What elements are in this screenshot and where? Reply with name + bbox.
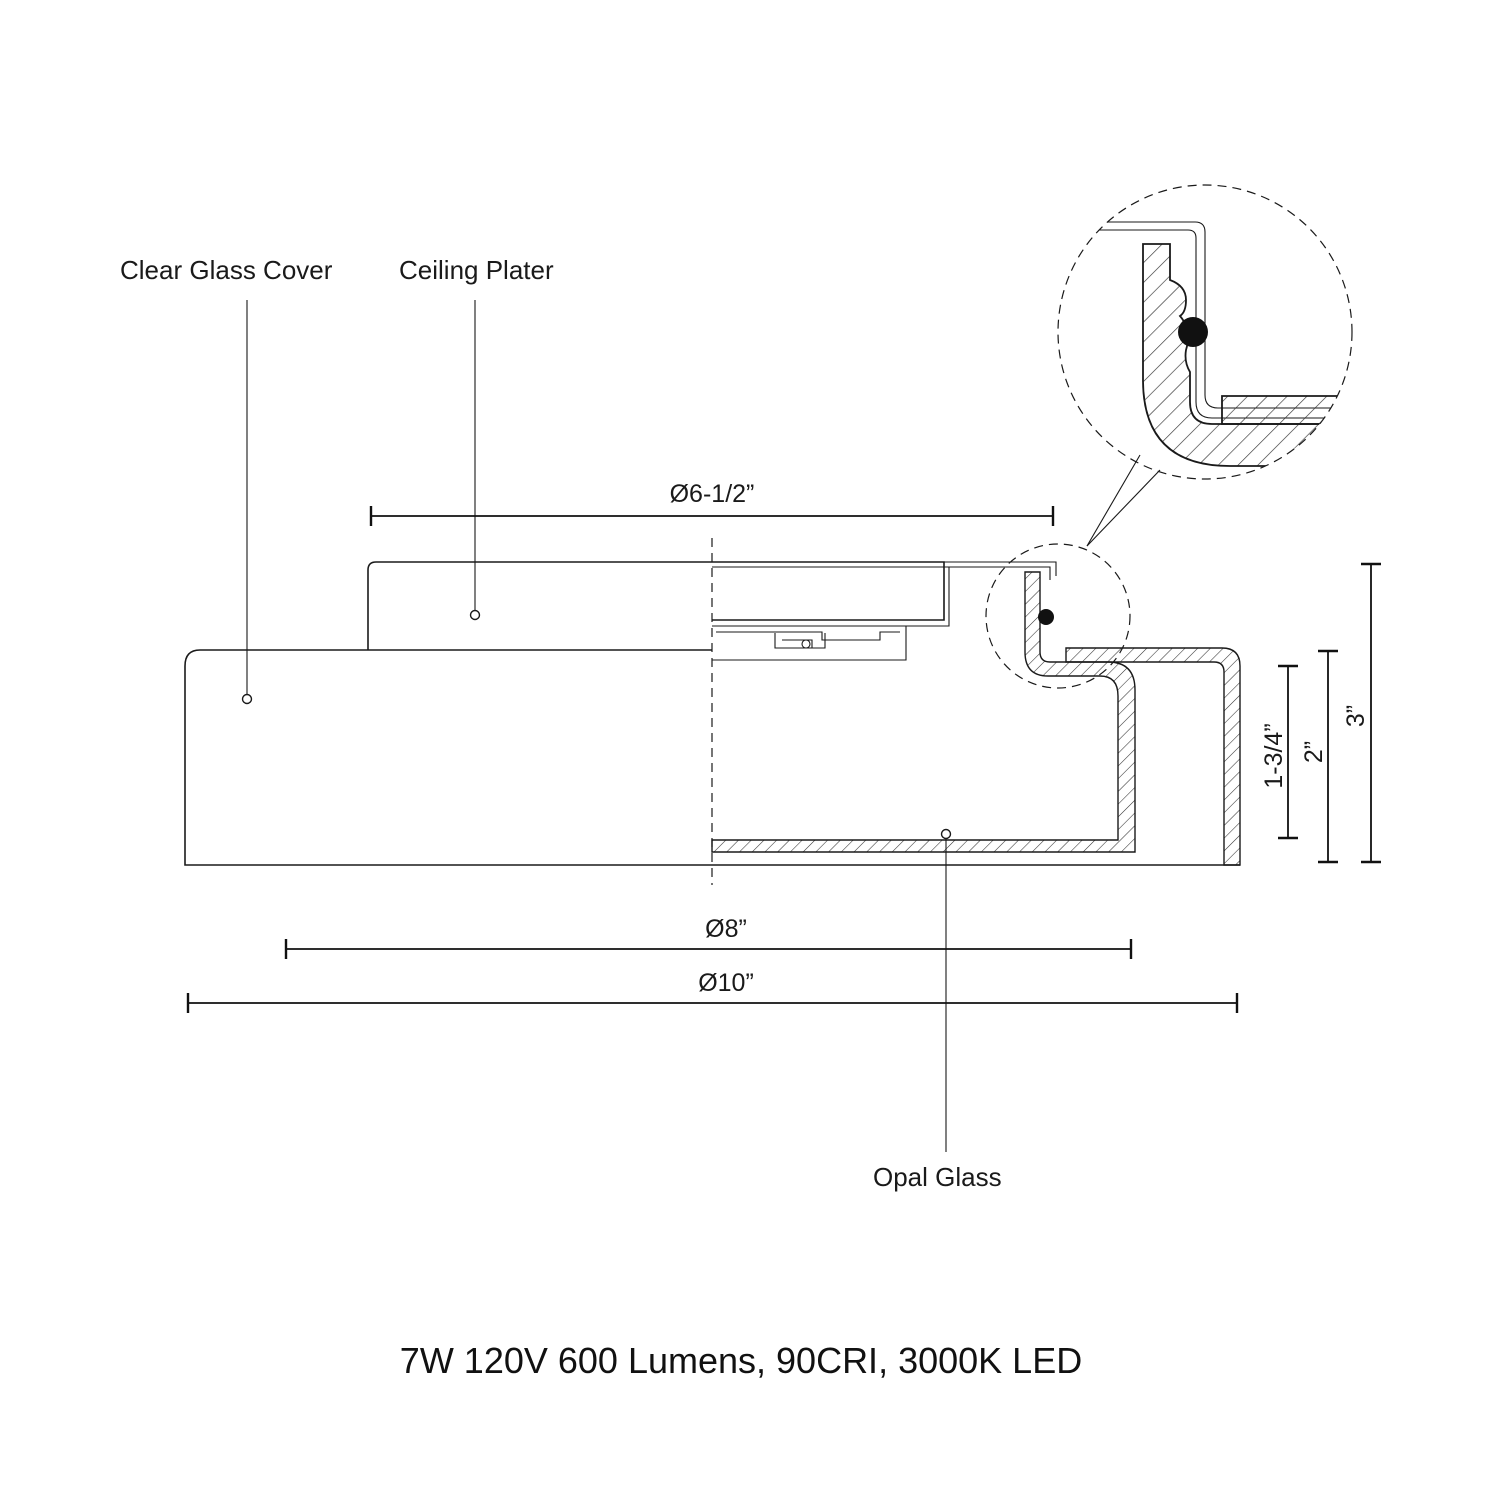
ceiling-plate-outline (367, 561, 712, 650)
clear-glass-cover-outline (184, 649, 1240, 866)
spec-line: 7W 120V 600 Lumens, 90CRI, 3000K LED (400, 1340, 1082, 1381)
gasket (1038, 609, 1054, 625)
dimension-label-diameter-top: Ø6-1/2” (670, 480, 755, 508)
dimension-label-diameter-mid: Ø8” (705, 915, 747, 943)
callout-opal-glass: Opal Glass (873, 828, 1002, 1192)
detail-view (1057, 184, 1353, 547)
detail-leader-left (1086, 454, 1141, 547)
callout-clear-glass-cover: Clear Glass Cover (120, 255, 333, 705)
mounting-lip-section (711, 571, 1136, 853)
dimension-height-small: 1-3/4” (1260, 664, 1298, 840)
detail-marker-circle (985, 543, 1131, 689)
clear-glass-cover-section (1065, 647, 1241, 866)
dimension-label-height-total: 3” (1342, 705, 1370, 727)
detail-circle (1057, 184, 1353, 480)
dimension-label-height-mid: 2” (1300, 741, 1328, 763)
ceiling-plate-section (712, 561, 945, 621)
dimension-diameter-bottom: Ø10” (186, 969, 1239, 1013)
dimension-diameter-mid: Ø8” (284, 915, 1133, 959)
dimension-height-total: 3” (1342, 562, 1381, 864)
callout-ceiling-plater: Ceiling Plater (399, 255, 554, 621)
driver-housing (712, 625, 907, 661)
callout-label-opal-glass: Opal Glass (873, 1162, 1002, 1192)
detail-gasket (1178, 317, 1208, 347)
detail-glass-section (1221, 395, 1352, 425)
fixture-body (184, 538, 1241, 885)
dimension-label-diameter-bottom: Ø10” (698, 969, 754, 997)
detail-leader-right (1086, 469, 1161, 547)
callout-label-clear-glass-cover: Clear Glass Cover (120, 255, 333, 285)
dimension-height-mid: 2” (1300, 649, 1338, 864)
callout-label-ceiling-plater: Ceiling Plater (399, 255, 554, 285)
detail-lip-section (1142, 243, 1352, 467)
dimension-label-height-small: 1-3/4” (1260, 723, 1288, 788)
dimension-diameter-top: Ø6-1/2” (369, 480, 1055, 526)
